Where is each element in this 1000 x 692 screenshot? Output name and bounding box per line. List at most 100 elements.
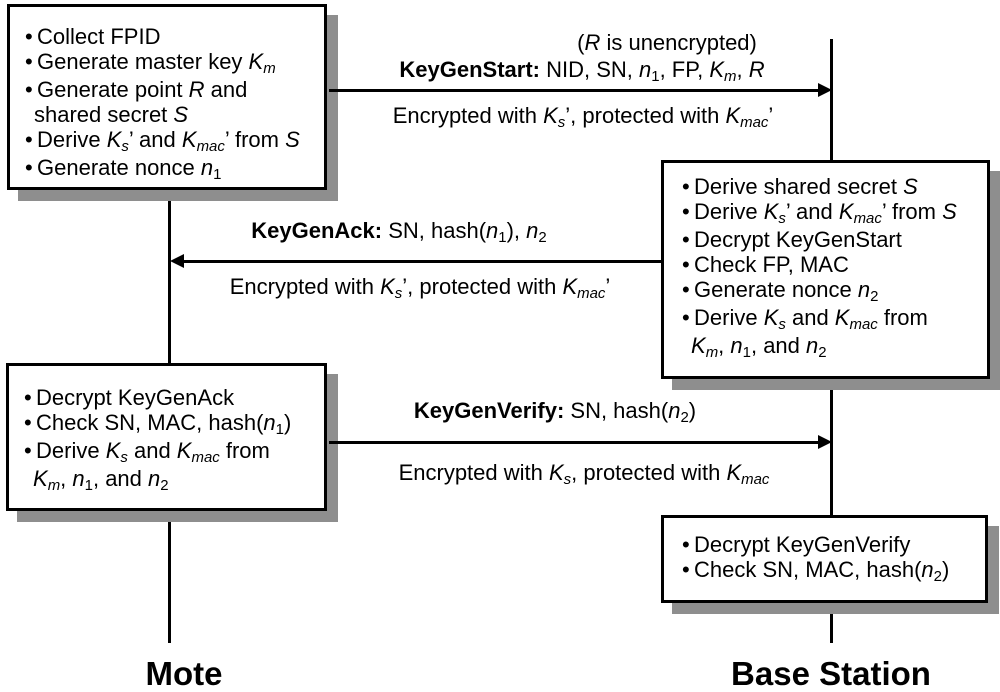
keygenstart-encryption-label: Encrypted with Ks’, protected with Kmac’ bbox=[392, 103, 774, 132]
box-line: •Derive Ks’ and Kmac’ from S bbox=[682, 199, 981, 227]
text-segment: mac bbox=[191, 449, 220, 467]
text-segment: Generate point bbox=[37, 77, 189, 102]
text-segment: R bbox=[748, 57, 765, 82]
text-segment: ’ and bbox=[128, 127, 182, 152]
text-segment: ) bbox=[283, 410, 292, 435]
bullet-marker: • bbox=[25, 49, 33, 74]
text-segment: K bbox=[543, 103, 558, 128]
bullet-marker: • bbox=[682, 532, 690, 557]
bullet-marker: • bbox=[682, 557, 690, 582]
text-segment: n bbox=[806, 333, 819, 358]
text-segment: ’ bbox=[605, 274, 611, 299]
box-line: shared secret S bbox=[25, 102, 318, 127]
text-segment: Encrypted with bbox=[398, 460, 549, 485]
text-segment: s bbox=[778, 210, 786, 228]
box-line: •Generate point R and bbox=[25, 77, 318, 102]
text-segment: KeyGenStart: bbox=[399, 57, 540, 82]
keygenstart-arrow bbox=[329, 83, 832, 97]
text-segment: R bbox=[188, 77, 205, 102]
mote-steps-box-2: •Decrypt KeyGenAck•Check SN, MAC, hash(n… bbox=[6, 363, 327, 511]
text-segment: from bbox=[877, 305, 928, 330]
box-line: •Derive shared secret S bbox=[682, 174, 981, 199]
text-segment: , bbox=[718, 333, 731, 358]
arrow-shaft bbox=[329, 88, 822, 92]
text-segment: S bbox=[285, 127, 300, 152]
text-segment: n bbox=[857, 277, 871, 302]
text-segment: s bbox=[778, 316, 786, 334]
text-segment: mac bbox=[740, 114, 769, 132]
bullet-marker: • bbox=[25, 155, 33, 180]
text-segment: K bbox=[548, 460, 564, 485]
text-segment: 2 bbox=[870, 288, 879, 306]
text-segment: Encrypted with bbox=[229, 274, 381, 299]
text-segment: n bbox=[148, 466, 161, 491]
bullet-marker: • bbox=[682, 174, 690, 199]
box-line: •Derive Ks and Kmac from bbox=[24, 438, 318, 466]
box-line: Km, n1, and n2 bbox=[682, 333, 981, 361]
text-segment: K bbox=[763, 305, 779, 330]
base-station-steps-box-2: •Decrypt KeyGenVerify•Check SN, MAC, has… bbox=[661, 515, 988, 603]
text-segment: is unencrypted) bbox=[600, 30, 757, 55]
text-segment: K bbox=[709, 57, 725, 82]
text-segment: and bbox=[204, 77, 248, 102]
text-segment: and bbox=[785, 305, 835, 330]
box-line: •Check SN, MAC, hash(n1) bbox=[24, 410, 318, 438]
text-segment: n bbox=[200, 155, 214, 180]
text-segment: mac bbox=[196, 138, 225, 156]
bullet-marker: • bbox=[682, 277, 690, 302]
text-segment: K bbox=[763, 199, 779, 224]
text-segment: ’ from bbox=[224, 127, 286, 152]
keygenack-message-label: KeyGenAck: SN, hash(n1), n2 bbox=[251, 218, 547, 247]
text-segment: m bbox=[724, 68, 737, 86]
text-segment: Generate nonce bbox=[694, 277, 858, 302]
text-segment: , and bbox=[750, 333, 807, 358]
text-segment: 2 bbox=[818, 344, 827, 362]
text-segment: ) bbox=[941, 557, 950, 582]
box-line: •Generate nonce n2 bbox=[682, 277, 981, 305]
text-segment: NID, SN, bbox=[539, 57, 640, 82]
keygenverify-arrow bbox=[329, 435, 832, 449]
text-segment: ’ bbox=[768, 103, 774, 128]
text-segment: m bbox=[705, 344, 719, 362]
text-segment: Derive shared secret bbox=[694, 174, 904, 199]
text-segment: 2 bbox=[933, 568, 942, 586]
text-segment: Derive bbox=[37, 127, 107, 152]
base-station-steps-box-1: •Derive shared secret S•Derive Ks’ and K… bbox=[661, 160, 990, 379]
text-segment: Check FP, MAC bbox=[694, 252, 849, 277]
box-line: •Generate master key Km bbox=[25, 49, 318, 77]
box-line: •Check FP, MAC bbox=[682, 252, 981, 277]
text-segment: m bbox=[47, 477, 61, 495]
mote-steps-box-1: •Collect FPID•Generate master key Km•Gen… bbox=[7, 4, 327, 190]
text-segment: K bbox=[33, 466, 48, 491]
text-segment: S bbox=[903, 174, 918, 199]
text-segment: n bbox=[639, 57, 652, 82]
text-segment: n bbox=[730, 333, 743, 358]
text-segment: n bbox=[526, 218, 539, 243]
box-line: •Decrypt KeyGenAck bbox=[24, 385, 318, 410]
keygenverify-encryption-label: Encrypted with Ks, protected with Kmac bbox=[398, 460, 770, 489]
text-segment: n bbox=[486, 218, 499, 243]
text-segment: Encrypted with bbox=[392, 103, 544, 128]
text-segment: K bbox=[106, 127, 122, 152]
text-segment: 1 bbox=[742, 344, 751, 362]
bullet-marker: • bbox=[25, 77, 33, 102]
text-segment: Decrypt KeyGenVerify bbox=[694, 532, 911, 557]
text-segment: 2 bbox=[160, 477, 169, 495]
text-segment: K bbox=[725, 103, 741, 128]
bullet-marker: • bbox=[682, 252, 690, 277]
text-segment: ’, protected with bbox=[402, 274, 563, 299]
bullet-marker: • bbox=[25, 127, 33, 152]
text-segment: KeyGenVerify: bbox=[413, 398, 565, 423]
arrowhead-right-icon bbox=[818, 435, 832, 449]
bullet-marker: • bbox=[24, 438, 32, 463]
text-segment: KeyGenAck: bbox=[251, 218, 383, 243]
text-segment: Collect FPID bbox=[37, 24, 161, 49]
text-segment: s bbox=[394, 285, 403, 303]
text-segment: S bbox=[942, 199, 957, 224]
text-segment: , protected with bbox=[571, 460, 727, 485]
bullet-marker: • bbox=[682, 199, 690, 224]
text-segment: , and bbox=[92, 466, 149, 491]
text-segment: s bbox=[120, 449, 128, 467]
text-segment: R bbox=[584, 30, 601, 55]
text-segment: K bbox=[176, 438, 192, 463]
